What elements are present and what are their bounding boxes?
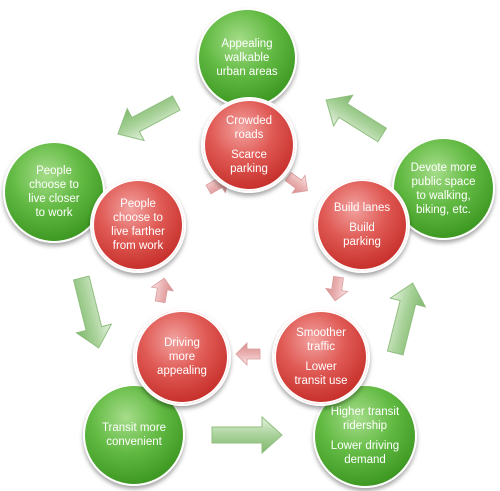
inner-right-line-1: Build lanes [333, 202, 391, 214]
outer-bottom-right-line-2: ridership [342, 420, 388, 432]
inner-right-line-2: Build [349, 222, 375, 234]
arrow-top-to-left [117, 95, 181, 142]
inner-bottom-right-line-3: Lower [305, 361, 337, 373]
inner-top-line-3: Scarce [231, 149, 267, 161]
inner-left-line-4: from work [112, 240, 164, 252]
arrow-bottom-left-to-bottom-right [211, 415, 283, 455]
arrow-inner-bottom-left-to-left [150, 277, 175, 304]
outer-left-line-4: to work [35, 207, 73, 219]
outer-bottom-right-line-4: demand [344, 454, 386, 466]
inner-left-line-2: choose to [113, 212, 163, 224]
outer-left-line-1: People [36, 165, 72, 177]
inner-top-line-4: parking [230, 163, 268, 175]
inner-left-line-1: People [120, 198, 156, 210]
outer-bottom-right-line-3: Lower driving [330, 440, 400, 452]
outer-right-line-1: Devote more [410, 161, 477, 174]
arrow-inner-bottom-right-to-bottom-left [235, 342, 261, 366]
arrow-inner-right-to-bottom-right [324, 275, 349, 302]
inner-right-line-3: parking [343, 236, 381, 248]
inner-node-top: Crowded roads Scarce parking [201, 97, 297, 193]
inner-bottom-right-line-2: traffic [307, 341, 335, 353]
arrow-left-to-bottom-left [72, 275, 113, 349]
inner-bottom-left-line-2: more [168, 351, 196, 363]
outer-right-line-3: to walking, [416, 189, 471, 202]
inner-bottom-right-line-4: transit use [294, 375, 348, 387]
arrow-bottom-right-to-right [386, 282, 427, 356]
outer-top-line-2: walkable [224, 52, 270, 64]
outer-node-top: Appealing walkable urban areas [197, 8, 297, 108]
outer-right-line-4: biking, etc. [416, 203, 471, 216]
outer-right-line-2: public space [411, 175, 476, 188]
outer-top-line-3: urban areas [216, 66, 278, 78]
outer-bottom-right-line-1: Higher transit [330, 406, 400, 418]
inner-left-line-3: live farther [111, 226, 165, 238]
inner-node-bottom-right: Smoother traffic Lower transit use [272, 308, 370, 406]
outer-bottom-left-line-2: convenient [106, 436, 162, 448]
outer-node-left: People choose to live closer to work [3, 141, 105, 243]
inner-node-bottom-left: Driving more appealing [133, 308, 231, 406]
inner-top-line-2: roads [234, 129, 264, 141]
arrow-inner-top-to-right [284, 171, 308, 194]
arrow-right-to-top [325, 94, 388, 143]
outer-left-line-3: live closer [28, 193, 80, 205]
inner-bottom-left-line-1: Driving [164, 337, 200, 349]
inner-bottom-right-line-1: Smoother [296, 327, 346, 339]
outer-left-line-2: choose to [29, 179, 79, 191]
inner-top-line-1: Crowded [225, 115, 273, 127]
inner-node-right: Build lanes Build parking [314, 177, 410, 273]
inner-node-left: People choose to live farther from work [90, 177, 186, 273]
inner-bottom-left-line-3: appealing [157, 365, 207, 377]
outer-bottom-left-line-1: Transit more [101, 422, 167, 434]
outer-top-line-1: Appealing [221, 38, 273, 50]
